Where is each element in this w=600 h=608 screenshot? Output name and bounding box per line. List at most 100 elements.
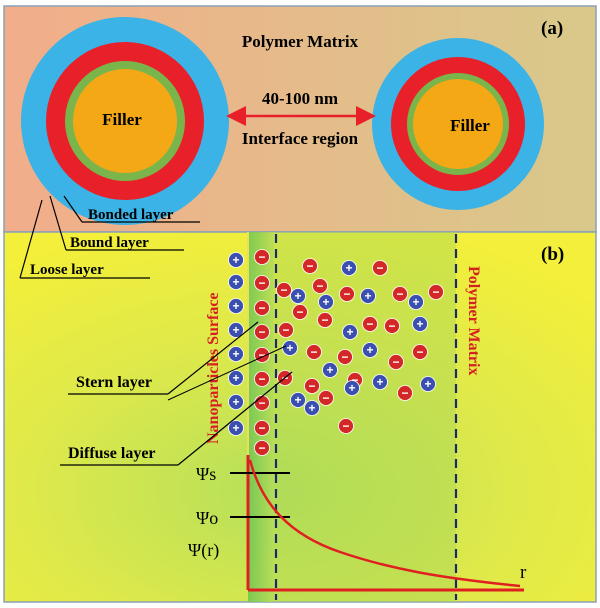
- minus-sign: −: [342, 419, 349, 433]
- filler-core: [413, 79, 503, 169]
- left-particle: Filler: [21, 17, 229, 225]
- ion-circle: [392, 286, 408, 302]
- cation-ion: +: [362, 342, 378, 358]
- ion-circle: [388, 354, 404, 370]
- panel-a: (a) Polymer Matrix Filler Filler 40-100 …: [3, 5, 597, 233]
- ion-circle: [360, 288, 376, 304]
- cation-ion: +: [228, 322, 244, 338]
- cation-ion: +: [412, 316, 428, 332]
- ion-circle: [292, 304, 308, 320]
- cation-ion: +: [342, 324, 358, 340]
- anion-ion: −: [254, 395, 270, 411]
- cation-ion: +: [420, 376, 436, 392]
- surface-label: Nanoparticles Surface: [205, 292, 222, 444]
- layer-leader-lines: Bound layer Loose layer: [19, 195, 200, 279]
- ion-circle: [254, 420, 270, 436]
- plus-sign: +: [326, 363, 333, 377]
- minus-sign: −: [322, 391, 329, 405]
- bound-layer-label: Bound layer: [70, 235, 149, 251]
- minus-sign: −: [306, 259, 313, 273]
- ion-circle: [318, 390, 334, 406]
- minus-sign: −: [258, 372, 265, 386]
- cation-ion: +: [408, 294, 424, 310]
- anion-ion: −: [278, 322, 294, 338]
- minus-sign: −: [308, 379, 315, 393]
- anion-ion: −: [384, 318, 400, 334]
- anion-ion: −: [254, 371, 270, 387]
- plus-sign: +: [412, 295, 419, 309]
- plus-sign: +: [232, 275, 239, 289]
- anion-ion: −: [254, 300, 270, 316]
- plus-sign: +: [294, 289, 301, 303]
- plus-sign: +: [308, 401, 315, 415]
- panel-b: (b) Nanoparticles Surface Polymer Matrix…: [3, 231, 597, 603]
- anion-ion: −: [302, 258, 318, 274]
- minus-sign: −: [310, 345, 317, 359]
- ion-layer: ++++++++−−−−−−−−−−++−−+−+−+−−−+−−+−+−−+−…: [228, 249, 444, 456]
- anion-ion: −: [337, 349, 353, 365]
- ion-circle: [228, 420, 244, 436]
- ion-circle: [290, 288, 306, 304]
- plus-sign: +: [232, 323, 239, 337]
- ion-circle: [228, 394, 244, 410]
- minus-sign: −: [258, 250, 265, 264]
- anion-ion: −: [254, 324, 270, 340]
- ion-circle: [228, 346, 244, 362]
- minus-sign: −: [258, 301, 265, 315]
- anion-ion: −: [306, 344, 322, 360]
- ion-circle: [254, 371, 270, 387]
- anion-ion: −: [317, 312, 333, 328]
- ion-circle: [228, 252, 244, 268]
- minus-sign: −: [351, 373, 358, 387]
- ion-circle: [362, 342, 378, 358]
- bound-pointer: [49, 195, 67, 251]
- ion-circle: [338, 418, 354, 434]
- ion-circle: [304, 400, 320, 416]
- stern-pointer-2: [167, 345, 287, 401]
- minus-sign: −: [316, 279, 323, 293]
- minus-sign: −: [366, 317, 373, 331]
- distance-label: 40-100 nm: [262, 89, 338, 108]
- cation-ion: +: [290, 392, 306, 408]
- anion-ion: −: [292, 304, 308, 320]
- ion-circle: [397, 385, 413, 401]
- ion-circle: [276, 282, 292, 298]
- ion-circle: [317, 312, 333, 328]
- minus-sign: −: [258, 348, 265, 362]
- minus-sign: −: [392, 355, 399, 369]
- ion-circle: [306, 344, 322, 360]
- plus-sign: +: [286, 341, 293, 355]
- cation-ion: +: [341, 260, 357, 276]
- ion-circle: [228, 298, 244, 314]
- cation-ion: +: [228, 394, 244, 410]
- psi-o-label: Ψo: [196, 508, 218, 528]
- cation-ion: +: [228, 274, 244, 290]
- plus-sign: +: [232, 395, 239, 409]
- anion-ion: −: [372, 260, 388, 276]
- minus-sign: −: [401, 386, 408, 400]
- ion-circle: [278, 322, 294, 338]
- plus-sign: +: [376, 375, 383, 389]
- ion-circle: [322, 362, 338, 378]
- ion-circle: [254, 275, 270, 291]
- plus-sign: +: [294, 393, 301, 407]
- cation-ion: +: [228, 420, 244, 436]
- cation-ion: +: [304, 400, 320, 416]
- plus-sign: +: [232, 253, 239, 267]
- plus-sign: +: [364, 289, 371, 303]
- cation-ion: +: [372, 374, 388, 390]
- ion-circle: [362, 316, 378, 332]
- minus-sign: −: [258, 421, 265, 435]
- plus-sign: +: [322, 295, 329, 309]
- plus-sign: +: [346, 325, 353, 339]
- filler-left-label: Filler: [102, 110, 142, 129]
- loose-pointer: [19, 199, 43, 279]
- plus-sign: +: [348, 381, 355, 395]
- plus-sign: +: [232, 299, 239, 313]
- anion-ion: −: [276, 282, 292, 298]
- plus-sign: +: [366, 343, 373, 357]
- psi-r-label: Ψ(r): [188, 540, 219, 561]
- ion-circle: [420, 376, 436, 392]
- plus-sign: +: [416, 317, 423, 331]
